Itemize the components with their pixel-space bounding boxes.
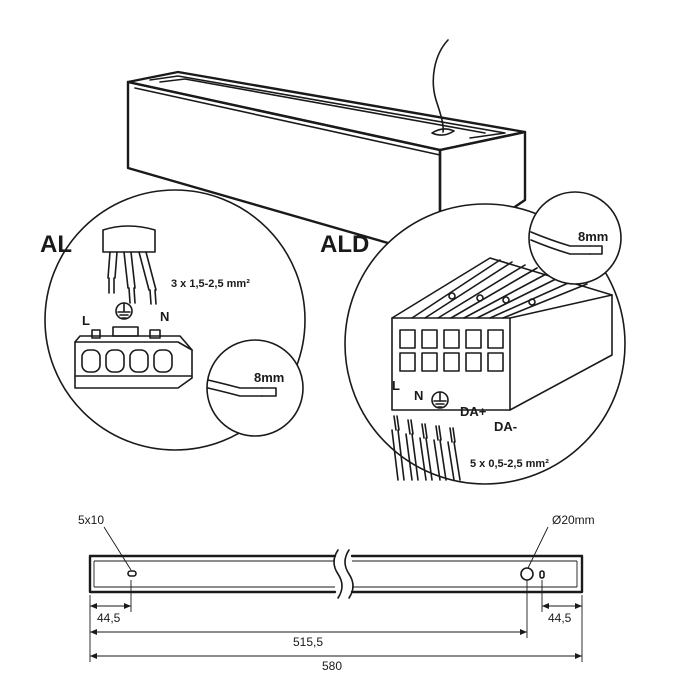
dim-slot-size: 5x10: [78, 513, 104, 527]
al-strip-length: 8mm: [254, 370, 284, 385]
top-view: 5x10 Ø20mm 44,5 44,5 515,5 580: [78, 513, 595, 673]
ald-strip-length: 8mm: [578, 229, 608, 244]
al-detail: 3 x 1,5-2,5 mm² L N 8mm: [44, 189, 306, 451]
ald-terminal-n: N: [414, 388, 423, 403]
mounting-slot-right: [539, 570, 545, 579]
ald-terminal-da-plus: DA+: [460, 404, 487, 419]
al-cable-sheath: [102, 225, 156, 253]
cable-hole: [520, 567, 534, 581]
earth-symbol-icon: [115, 302, 133, 320]
dim-total-length: 580: [322, 659, 342, 673]
dim-hole-span: 515,5: [293, 635, 323, 649]
ald-terminal-da-minus: DA-: [494, 419, 517, 434]
cable-entry: [431, 128, 455, 136]
al-title: AL: [40, 231, 72, 258]
suspension-cable: [432, 39, 449, 133]
mounting-slot: [127, 570, 137, 577]
ald-cable-spec: 5 x 0,5-2,5 mm²: [470, 458, 549, 470]
ald-terminal-block: [391, 257, 613, 411]
al-terminal-l: L: [82, 313, 90, 328]
earth-symbol-icon: [431, 391, 449, 409]
ald-terminal-l: L: [392, 378, 400, 393]
al-cable-spec: 3 x 1,5-2,5 mm²: [171, 278, 250, 290]
dim-right-offset: 44,5: [548, 611, 572, 625]
ald-title: ALD: [320, 231, 369, 258]
dim-hole-diameter: Ø20mm: [552, 513, 595, 527]
ald-strip-inset: [528, 191, 622, 285]
al-terminal-block: [74, 326, 193, 389]
al-terminal-n: N: [160, 309, 169, 324]
ald-detail: L N DA+ DA- 5 x 0,5-2,5 mm² 8mm: [344, 191, 626, 485]
luminaire-body: [126, 70, 527, 260]
ald-wires: [391, 415, 461, 481]
dim-left-offset: 44,5: [97, 611, 121, 625]
